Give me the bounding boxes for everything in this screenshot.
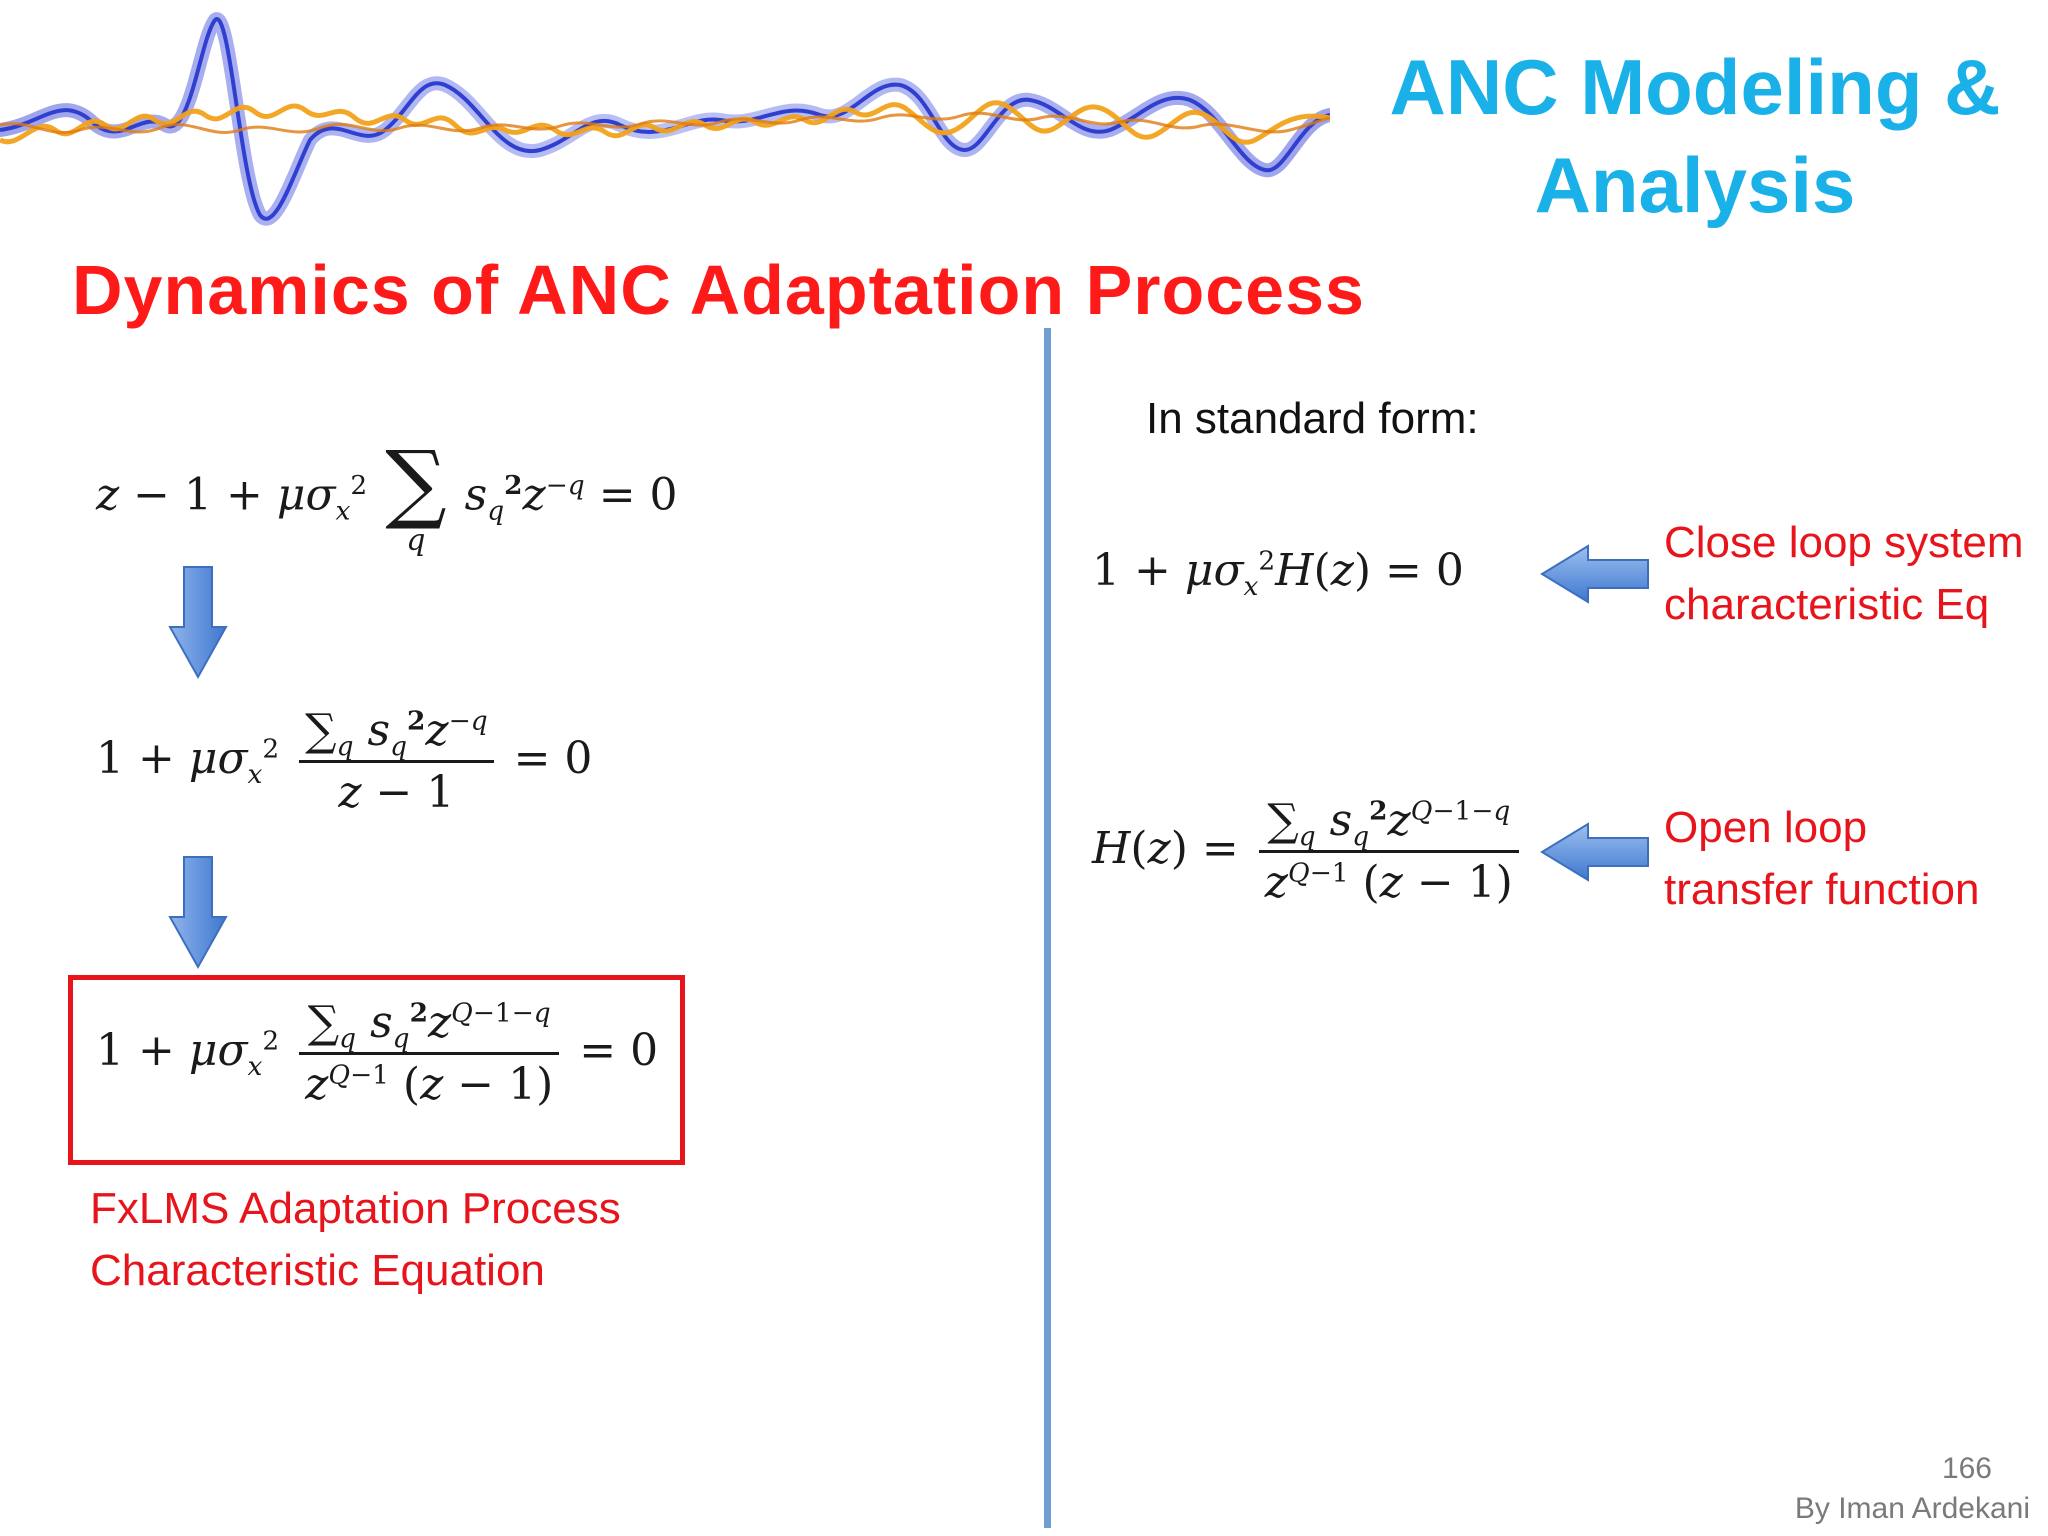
equation-transfer-function: H(z) = ∑q sq2zQ−1−q zQ−1 (z − 1) <box>1092 795 1525 908</box>
equation-standard-form: 1 + μσx2H(z) = 0 <box>1092 545 1464 602</box>
deck-title-line1: ANC Modeling & <box>1389 43 2001 131</box>
author-credit: By Iman Ardekani <box>1794 1492 2030 1525</box>
left-caption: FxLMS Adaptation Process Characteristic … <box>90 1178 621 1302</box>
equation-2: 1 + μσx2 ∑q sq2z−q z − 1 = 0 <box>96 705 593 818</box>
highlight-box <box>68 975 685 1165</box>
fraction: ∑q sq2zQ−1−q zQ−1 (z − 1) <box>1258 795 1519 908</box>
close-loop-note: Close loop system characteristic Eq <box>1664 512 2023 636</box>
close-loop-note-line2: characteristic Eq <box>1664 580 1990 629</box>
equation-1: z − 1 + μσx2 ∑q sq2z−q = 0 <box>96 433 678 558</box>
left-caption-line1: FxLMS Adaptation Process <box>90 1184 621 1233</box>
arrow-left-icon <box>1540 822 1649 882</box>
arrow-down-icon <box>168 856 228 970</box>
wave-banner-image <box>0 12 1330 226</box>
summation-symbol: ∑q <box>385 433 447 558</box>
page-number: 166 <box>1941 1452 1992 1485</box>
deck-title: ANC Modeling & Analysis <box>1360 38 2030 234</box>
close-loop-note-line1: Close loop system <box>1664 518 2024 567</box>
equation-3: 1 + μσx2 ∑q sq2zQ−1−q zQ−1 (z − 1) = 0 <box>96 997 659 1110</box>
standard-form-intro: In standard form: <box>1146 394 1479 443</box>
column-divider <box>1044 328 1051 1528</box>
deck-title-line2: Analysis <box>1534 141 1856 229</box>
slide-heading: Dynamics of ANC Adaptation Process <box>72 251 1365 329</box>
arrow-down-icon <box>168 566 228 680</box>
fraction: ∑q sq2zQ−1−q zQ−1 (z − 1) <box>299 997 560 1110</box>
left-caption-line2: Characteristic Equation <box>90 1246 545 1295</box>
arrow-left-icon <box>1540 544 1649 604</box>
fraction: ∑q sq2z−q z − 1 <box>299 705 494 818</box>
open-loop-note: Open loop transfer function <box>1664 797 1980 921</box>
open-loop-note-line1: Open loop <box>1664 803 1868 852</box>
open-loop-note-line2: transfer function <box>1664 865 1980 914</box>
